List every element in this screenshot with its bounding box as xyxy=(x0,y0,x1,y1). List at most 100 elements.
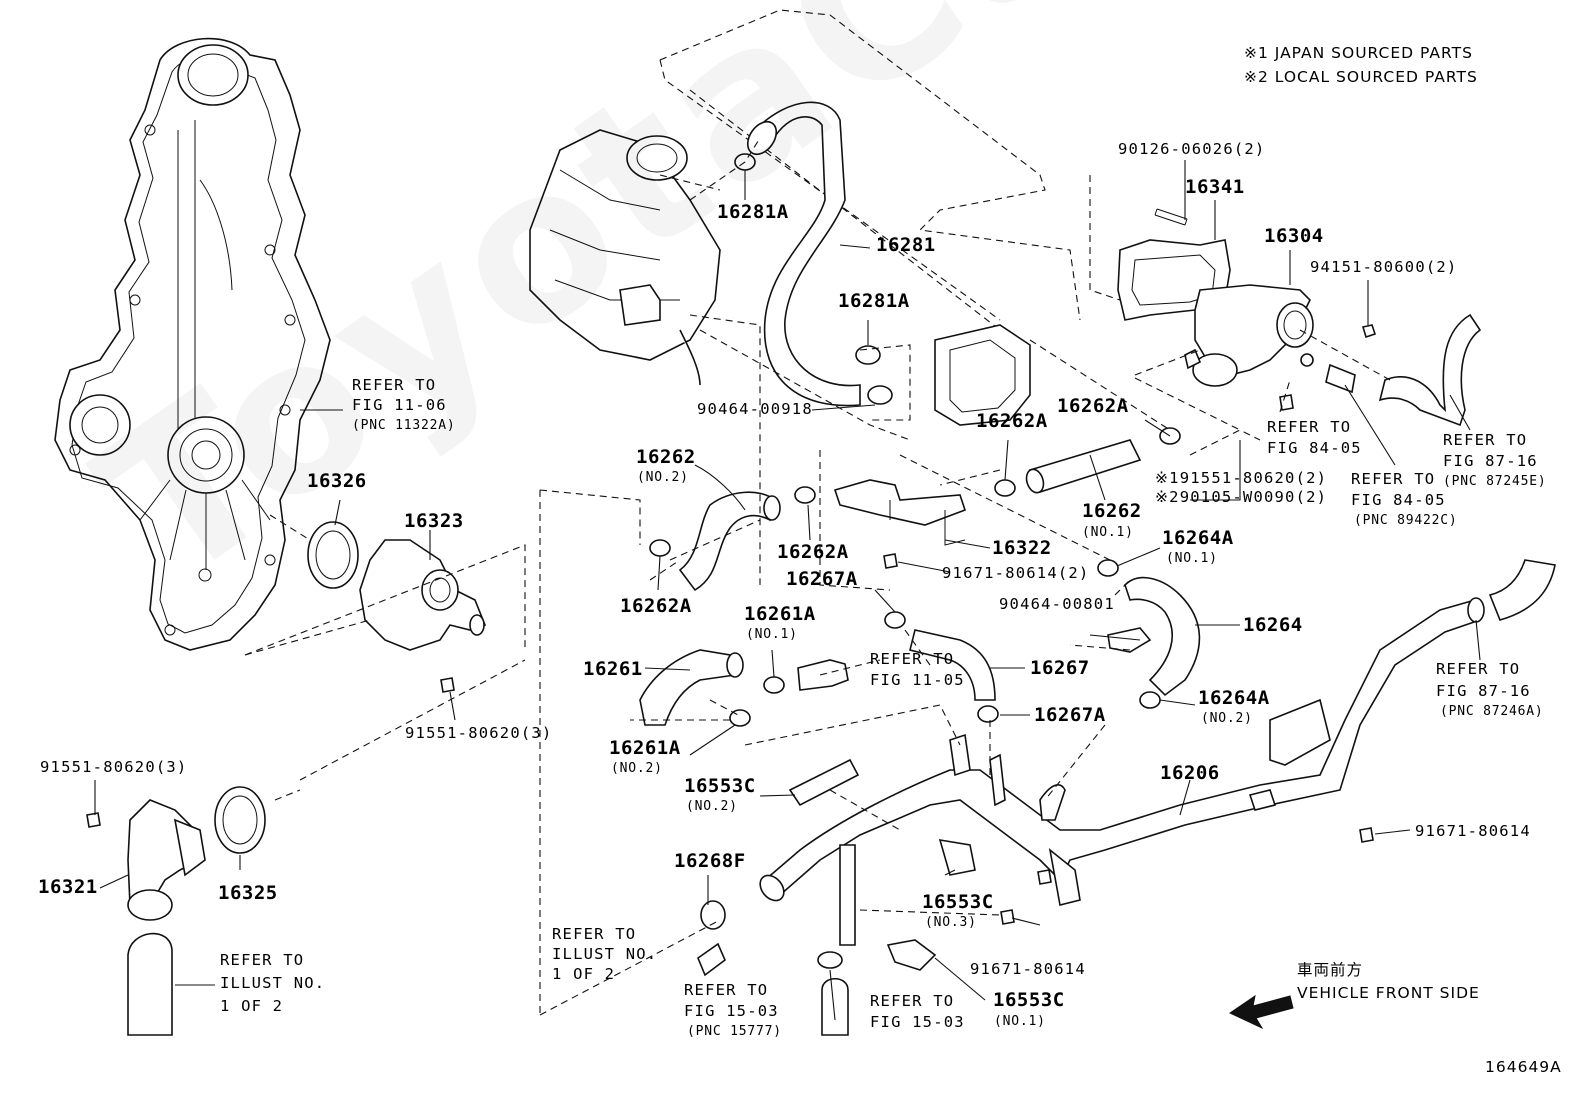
ref-illust-a-line3[interactable]: 1 OF 2 xyxy=(552,965,616,983)
label-16262A-c: 16262A xyxy=(777,541,849,563)
note-local-sourced: ※2 LOCAL SOURCED PARTS xyxy=(1244,68,1478,86)
water-pipe-16206 xyxy=(759,597,1485,946)
label-16262-no2-sub: (NO.2) xyxy=(637,470,689,485)
ref-illust-b-line2[interactable]: ILLUST NO. xyxy=(220,974,326,992)
ref-fig-11-06-line1[interactable]: REFER TO xyxy=(352,376,437,394)
label-16553C-no1: 16553C xyxy=(993,989,1065,1011)
label-16553C-no2-sub: (NO.2) xyxy=(686,799,738,814)
ref-fig-87-16-b-line1[interactable]: REFER TO xyxy=(1436,660,1521,678)
label-16262-no1: 16262 xyxy=(1082,500,1142,522)
illustration-number: 164649A xyxy=(1485,1058,1562,1076)
label-16553C-no1-sub: (NO.1) xyxy=(994,1014,1046,1029)
ref-fig-11-06-line2[interactable]: FIG 11-06 xyxy=(352,396,447,414)
bolt-91551-thermo xyxy=(1279,394,1294,411)
ref-fig-84-05-a-line2[interactable]: FIG 84-05 xyxy=(1267,439,1362,457)
ref-illust-b-line1[interactable]: REFER TO xyxy=(220,951,305,969)
label-91551-80620-3a: 91551-80620(3) xyxy=(405,724,553,742)
ref-fig-15-03-b-line1[interactable]: REFER TO xyxy=(870,992,955,1010)
hose-87246A xyxy=(1488,559,1556,621)
label-16206: 16206 xyxy=(1160,762,1220,784)
ref-fig-84-05-b-line2[interactable]: FIG 84-05 xyxy=(1351,491,1446,509)
label-16553C-no2: 16553C xyxy=(684,775,756,797)
label-16281: 16281 xyxy=(876,234,936,256)
label-16322: 16322 xyxy=(992,537,1052,559)
ref-illust-a-line1[interactable]: REFER TO xyxy=(552,925,637,943)
ref-fig-87-16-a-line1[interactable]: REFER TO xyxy=(1443,431,1528,449)
label-16267: 16267 xyxy=(1030,657,1090,679)
ref-fig-11-06-pnc[interactable]: (PNC 11322A) xyxy=(352,418,456,433)
label-16341: 16341 xyxy=(1185,176,1245,198)
label-16264A-no2: 16264A xyxy=(1198,687,1270,709)
front-arrow xyxy=(1228,994,1294,1030)
label-94151-80600: 94151-80600(2) xyxy=(1310,258,1458,276)
cylinder-head xyxy=(529,9,1081,386)
ref-fig-84-05-a-line1[interactable]: REFER TO xyxy=(1267,418,1352,436)
label-91671-80614-2: 91671-80614(2) xyxy=(942,564,1090,582)
label-16304: 16304 xyxy=(1264,225,1324,247)
label-16267A-a: 16267A xyxy=(786,568,858,590)
label-16321: 16321 xyxy=(38,876,98,898)
timing-chain-cover xyxy=(54,37,331,651)
ref-fig-11-05-line2[interactable]: FIG 11-05 xyxy=(870,671,965,689)
ref-fig-87-16-a-line2[interactable]: FIG 87-16 xyxy=(1443,452,1538,470)
label-90126-06026: 90126-06026(2) xyxy=(1118,140,1266,158)
hose-16261 xyxy=(639,649,744,726)
ref-fig-11-05-line1[interactable]: REFER TO xyxy=(870,650,955,668)
clamps-16553C xyxy=(788,758,1081,971)
hose-15-03 xyxy=(821,977,849,1036)
label-16261A-no2-sub: (NO.2) xyxy=(611,761,663,776)
label-16261A-no2: 16261A xyxy=(609,737,681,759)
label-16262A-d: 16262A xyxy=(620,595,692,617)
water-outlet-16321 xyxy=(127,799,206,921)
label-16262A-b: 16262A xyxy=(976,410,1048,432)
pipe-16322 xyxy=(833,479,967,546)
label-16553C-no3: 16553C xyxy=(922,891,994,913)
ref-fig-15-03-a-pnc[interactable]: (PNC 15777) xyxy=(687,1024,782,1039)
label-16267A-b: 16267A xyxy=(1034,704,1106,726)
label-191551-80620: ※191551-80620(2) xyxy=(1155,469,1328,487)
sensor-89422C xyxy=(1325,363,1356,394)
bolt-94151 xyxy=(1361,324,1377,339)
label-16262A-a: 16262A xyxy=(1057,395,1129,417)
bolts xyxy=(86,553,1374,925)
dashed-assembly-lines xyxy=(244,137,1391,1016)
label-16261: 16261 xyxy=(583,658,643,680)
label-16261A-no1-sub: (NO.1) xyxy=(746,627,798,642)
hose-illust-1of2-left xyxy=(127,932,173,1036)
hose-16264 xyxy=(1124,576,1201,697)
label-16261A-no1: 16261A xyxy=(744,603,816,625)
head-gasket xyxy=(934,324,1031,426)
ref-fig-15-03-a-line2[interactable]: FIG 15-03 xyxy=(684,1002,779,1020)
ref-illust-a-line2[interactable]: ILLUST NO. xyxy=(552,945,658,963)
ref-fig-87-16-b-line2[interactable]: FIG 87-16 xyxy=(1436,682,1531,700)
hose-15777 xyxy=(697,900,726,977)
ref-fig-84-05-b-line1[interactable]: REFER TO xyxy=(1351,470,1436,488)
ref-fig-87-16-a-pnc[interactable]: (PNC 87245E) xyxy=(1443,474,1547,489)
ref-illust-b-line3[interactable]: 1 OF 2 xyxy=(220,997,284,1015)
front-side-english: VEHICLE FRONT SIDE xyxy=(1297,984,1480,1002)
label-16264A-no1: 16264A xyxy=(1162,527,1234,549)
label-16264A-no1-sub: (NO.1) xyxy=(1166,551,1218,566)
ref-fig-15-03-a-line1[interactable]: REFER TO xyxy=(684,981,769,999)
ref-fig-87-16-b-pnc[interactable]: (PNC 87246A) xyxy=(1440,704,1544,719)
water-inlet-16323 xyxy=(359,539,487,651)
label-16326: 16326 xyxy=(307,470,367,492)
label-91671-80614-a: 91671-80614 xyxy=(1415,822,1531,840)
hose-87245E xyxy=(1378,313,1482,427)
label-16281A-top: 16281A xyxy=(717,201,789,223)
hose-16262-no1 xyxy=(1025,439,1142,494)
label-290105-W0090: ※290105-W0090(2) xyxy=(1155,488,1328,506)
ref-fig-15-03-b-line2[interactable]: FIG 15-03 xyxy=(870,1013,965,1031)
leader-lines xyxy=(94,160,1481,1021)
label-16264A-no2-sub: (NO.2) xyxy=(1201,711,1253,726)
label-16262-no1-sub: (NO.1) xyxy=(1082,525,1134,540)
label-16323: 16323 xyxy=(404,510,464,532)
label-16264: 16264 xyxy=(1243,614,1303,636)
label-16553C-no3-sub: (NO.3) xyxy=(925,915,977,930)
note-japan-sourced: ※1 JAPAN SOURCED PARTS xyxy=(1244,44,1473,62)
label-90464-00918: 90464-00918 xyxy=(697,400,813,418)
label-16325: 16325 xyxy=(218,882,278,904)
ref-fig-84-05-b-pnc[interactable]: (PNC 89422C) xyxy=(1354,513,1458,528)
label-91551-80620-3b: 91551-80620(3) xyxy=(40,758,188,776)
